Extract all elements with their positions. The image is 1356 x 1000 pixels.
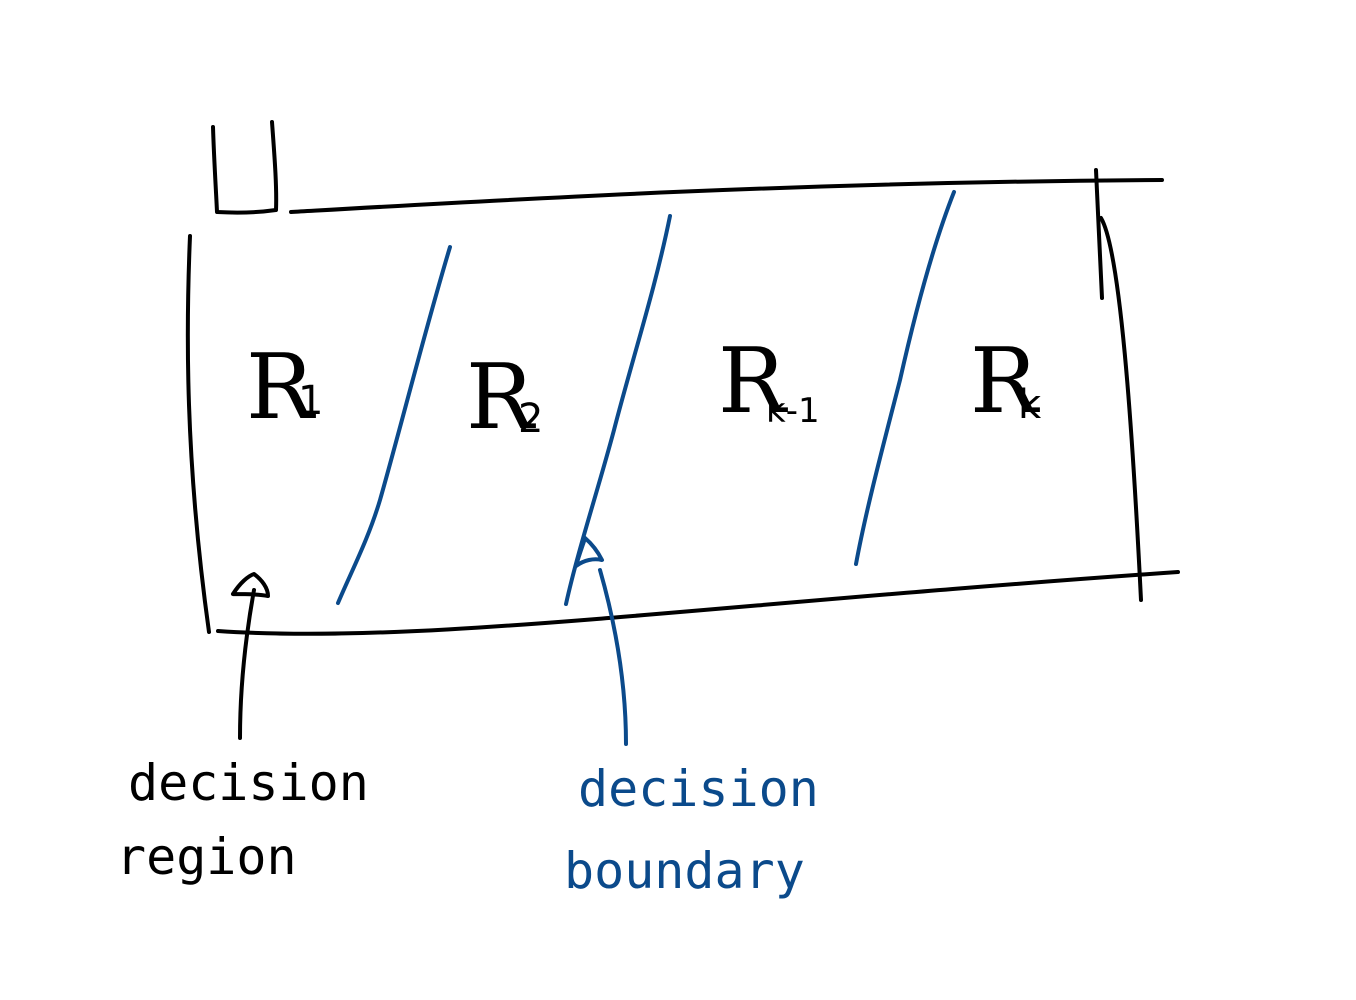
region-label-k-minus-1: R k-1 <box>718 329 820 434</box>
space-top-edge <box>289 178 1164 214</box>
space-right-tick <box>1094 168 1104 300</box>
boundary-arrow-shaft <box>598 568 628 746</box>
space-bottom-edge <box>216 570 1180 636</box>
region-caption-line2: region <box>116 828 297 886</box>
region-subscript: k-1 <box>766 391 820 431</box>
boundary-caption-line1: decision <box>578 760 819 818</box>
boundary-arrow-head <box>574 536 604 568</box>
region-arrow-shaft <box>238 588 256 740</box>
decision-boundary-1 <box>336 245 452 605</box>
region-letter: R <box>718 329 788 434</box>
region-caption-line1: decision <box>128 754 369 812</box>
union-symbol <box>211 120 279 215</box>
region-arrow-head <box>231 572 270 598</box>
region-label-2: R 2 <box>466 345 543 450</box>
space-left-edge <box>185 234 211 634</box>
region-label-k: R k <box>970 329 1042 434</box>
decision-boundary-3 <box>854 190 956 566</box>
boundary-caption-line2: boundary <box>564 842 805 900</box>
region-letter: R <box>466 345 536 450</box>
region-letter: R <box>246 335 316 440</box>
region-subscript: 2 <box>518 396 543 442</box>
space-right-edge <box>1099 216 1143 602</box>
region-letter: R <box>970 329 1040 434</box>
region-subscript: 1 <box>298 378 323 424</box>
region-subscript: k <box>1018 382 1042 428</box>
region-label-1: R 1 <box>246 335 323 440</box>
